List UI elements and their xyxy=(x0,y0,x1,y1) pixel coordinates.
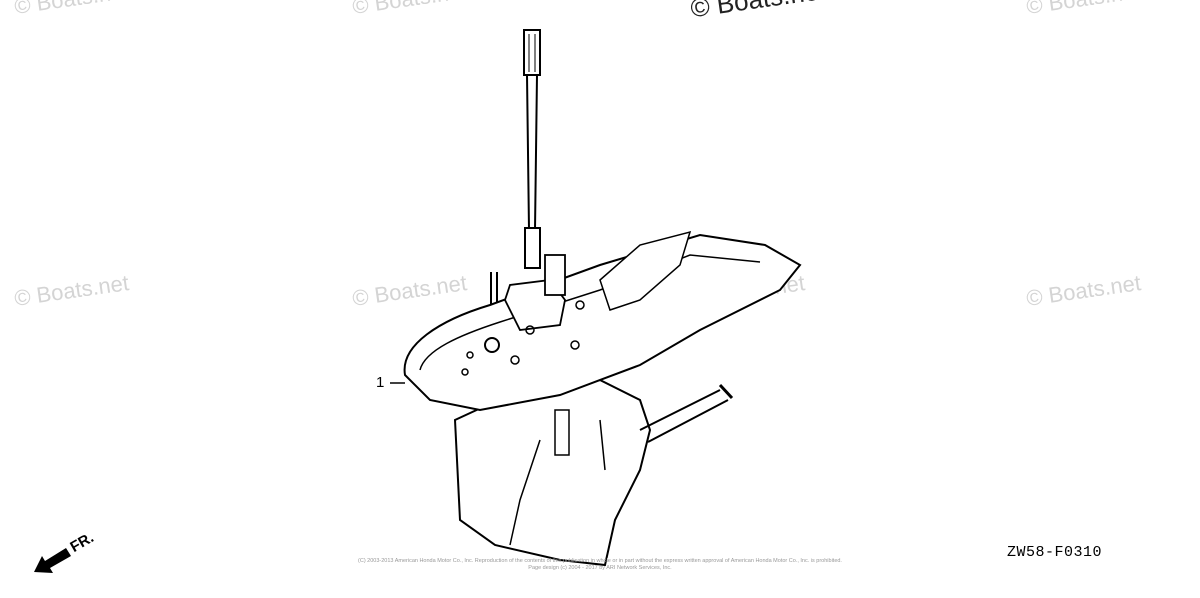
water-intake-grille xyxy=(554,409,570,456)
drive-shaft xyxy=(526,74,538,231)
shaft-spline-top xyxy=(523,29,541,76)
diagram-code: ZW58-F0310 xyxy=(1006,544,1102,561)
anti-cavitation-plate xyxy=(403,233,802,412)
copyright-line-1: (C) 2003-2013 American Honda Motor Co., … xyxy=(358,558,842,564)
shaft-collar xyxy=(524,227,541,269)
water-passage xyxy=(599,230,692,311)
callout-1[interactable]: 1 xyxy=(376,374,385,391)
front-direction-indicator: FR. xyxy=(32,528,112,578)
copyright-line-2: Page design (c) 2004 - 2017 by ARI Netwo… xyxy=(528,565,672,571)
propeller-shaft xyxy=(639,389,729,443)
front-arrow-icon xyxy=(34,548,71,573)
